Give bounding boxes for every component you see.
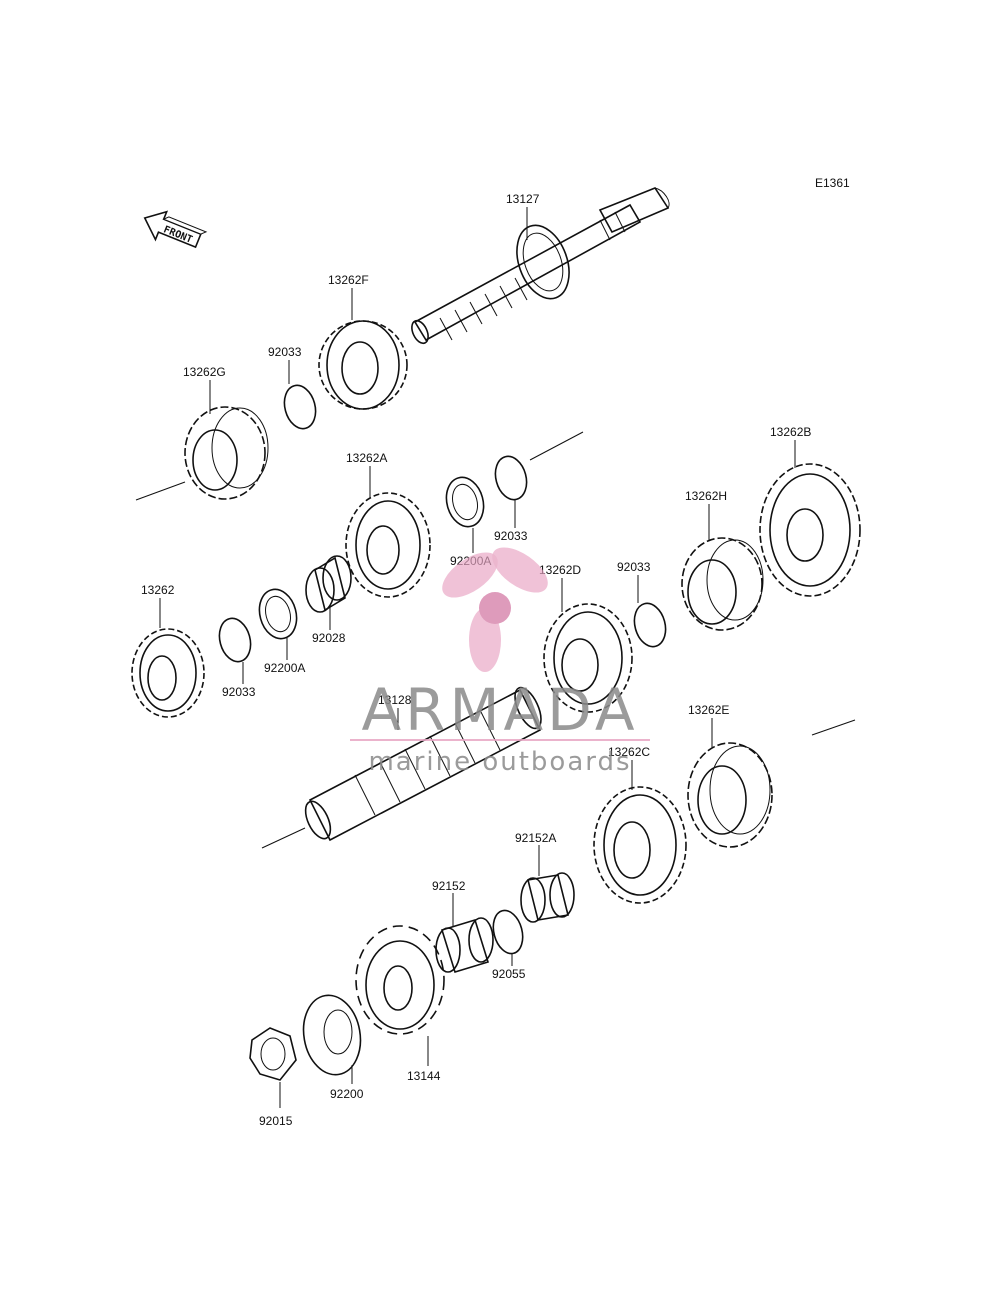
watermark-tagline: marine outboards [368, 747, 631, 777]
label-92015: 92015 [259, 1114, 293, 1128]
label-13262: 13262 [141, 583, 175, 597]
shaft-13128 [304, 686, 542, 842]
label-13262D: 13262D [539, 563, 581, 577]
bearing-92028 [305, 555, 352, 613]
label-92152A: 92152A [515, 831, 556, 845]
circlip-92033-c [633, 602, 667, 648]
gear-13262F [318, 320, 408, 410]
washer-92200A-a [445, 476, 485, 528]
gear-13262B [759, 463, 861, 597]
label-92033-b: 92033 [494, 529, 528, 543]
label-13262B: 13262B [770, 425, 811, 439]
label-13128: 13128 [378, 693, 412, 707]
label-92033-c: 92033 [617, 560, 651, 574]
gear-13262 [131, 628, 205, 718]
circlip-92033-a [283, 384, 317, 430]
gear-13262C [593, 786, 687, 904]
shaft-13127 [411, 187, 670, 345]
label-13144: 13144 [407, 1069, 441, 1083]
label-92028: 92028 [312, 631, 346, 645]
washer-92200A-b [258, 588, 298, 640]
label-92200A-b: 92200A [264, 661, 305, 675]
label-13262H: 13262H [685, 489, 727, 503]
label-92033-d: 92033 [222, 685, 256, 699]
collar-92152A [520, 872, 575, 923]
sprocket-13144 [355, 925, 445, 1035]
gear-13262D [543, 603, 633, 713]
label-92033-a: 92033 [268, 345, 302, 359]
washer-92200 [302, 994, 362, 1076]
label-92055: 92055 [492, 967, 526, 981]
oring-92055 [492, 909, 524, 955]
label-13262C: 13262C [608, 745, 650, 759]
gear-13262H [681, 537, 764, 631]
front-arrow-icon: FRONT [143, 210, 208, 249]
watermark-brand: ARMADA [361, 676, 638, 744]
gear-13262A [345, 492, 431, 598]
circlip-92033-b [494, 455, 528, 501]
gear-13262E [687, 742, 773, 848]
circlip-92033-d [218, 617, 252, 663]
collar-92152 [435, 917, 494, 973]
watermark: ARMADA marine outboards [350, 547, 650, 777]
label-92152: 92152 [432, 879, 466, 893]
gear-13262G [184, 406, 269, 500]
diagram-code: E1361 [815, 176, 850, 190]
label-13262A: 13262A [346, 451, 387, 465]
label-13262G: 13262G [183, 365, 226, 379]
label-13262E: 13262E [688, 703, 729, 717]
nut-92015 [249, 1027, 297, 1081]
label-13262F: 13262F [328, 273, 369, 287]
label-13127: 13127 [506, 192, 540, 206]
label-92200: 92200 [330, 1087, 364, 1101]
propeller-logo-icon [442, 547, 548, 672]
